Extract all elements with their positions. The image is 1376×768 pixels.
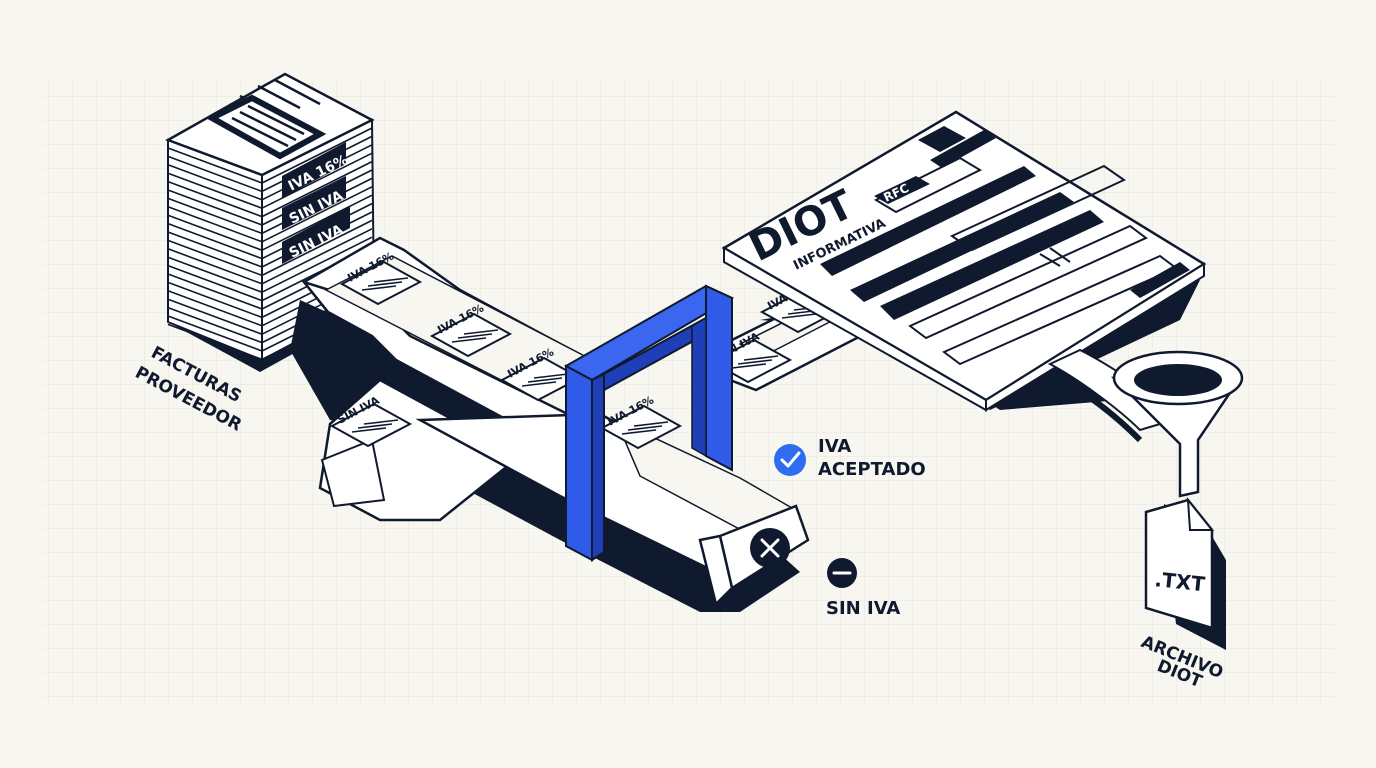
file-ext-label: .TXT <box>1153 567 1206 596</box>
check-icon <box>774 444 806 476</box>
accepted-label-line1: IVA <box>818 436 851 457</box>
rejected-legend: SIN IVA <box>826 558 900 619</box>
accepted-legend: IVA ACEPTADO <box>774 436 926 480</box>
reject-marker <box>750 528 790 568</box>
diot-form: RFC DIOT INFORMATIVA <box>721 110 1207 443</box>
rejected-label: SIN IVA <box>826 598 900 619</box>
iva-filter-gate <box>563 284 735 562</box>
file-icon: .TXT <box>1144 496 1226 650</box>
belt-document: IVA 16% <box>599 393 683 450</box>
accepted-label-line2: ACEPTADO <box>818 459 926 480</box>
close-icon <box>760 538 780 558</box>
funnel-icon <box>1110 350 1244 498</box>
